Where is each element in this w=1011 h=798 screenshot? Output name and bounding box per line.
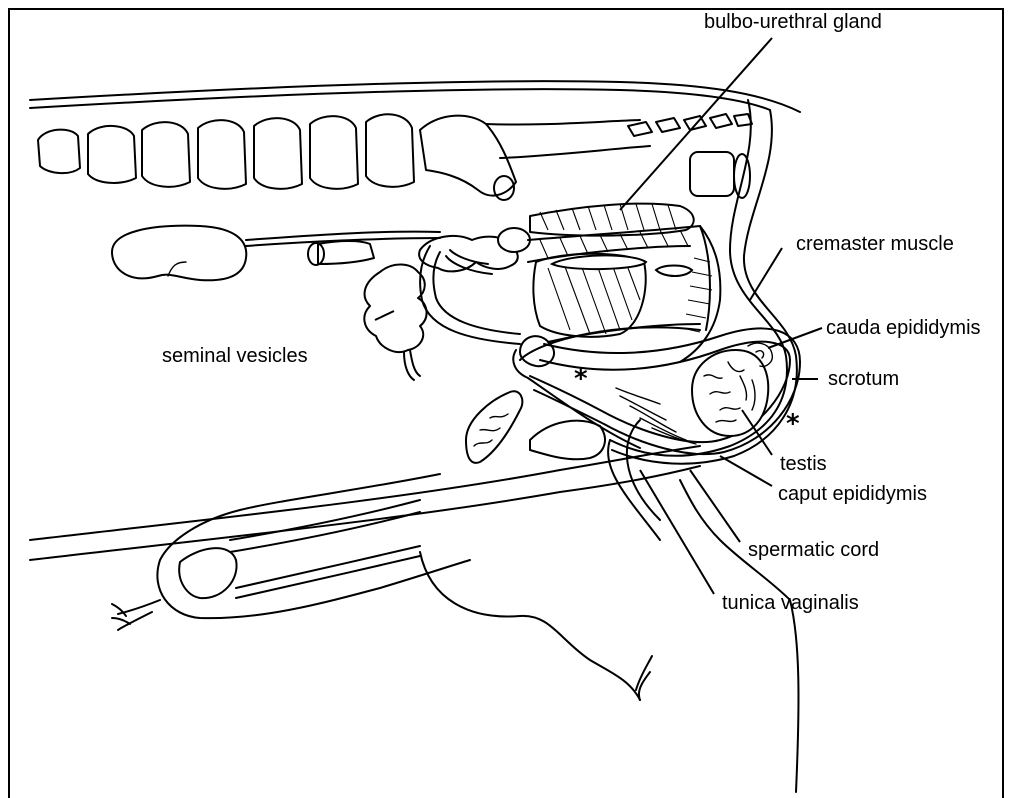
asterisk-marker-cord: * [574, 364, 588, 394]
label-scrotum: scrotum [828, 368, 899, 390]
label-caput-epididymis: caput epididymis [778, 483, 927, 505]
label-tunica-vaginalis: tunica vaginalis [722, 592, 859, 614]
label-cauda-epididymis: cauda epididymis [826, 317, 981, 339]
vertebral-column [38, 114, 752, 200]
label-testis: testis [780, 453, 827, 475]
asterisk-marker-scrotum: * [786, 409, 800, 439]
ductus-deferens [420, 246, 520, 344]
dorsal-outline [30, 81, 800, 112]
penis-shape [112, 474, 470, 630]
bladder [308, 241, 374, 265]
label-bulbo-urethral-gland: bulbo-urethral gland [704, 11, 882, 33]
label-seminal-vesicles: seminal vesicles [162, 345, 308, 367]
label-cremaster-muscle: cremaster muscle [796, 233, 954, 255]
label-spermatic-cord: spermatic cord [748, 539, 879, 561]
pelvic-urethra [498, 204, 720, 362]
testis-shape [692, 350, 768, 436]
kidney [112, 226, 440, 281]
